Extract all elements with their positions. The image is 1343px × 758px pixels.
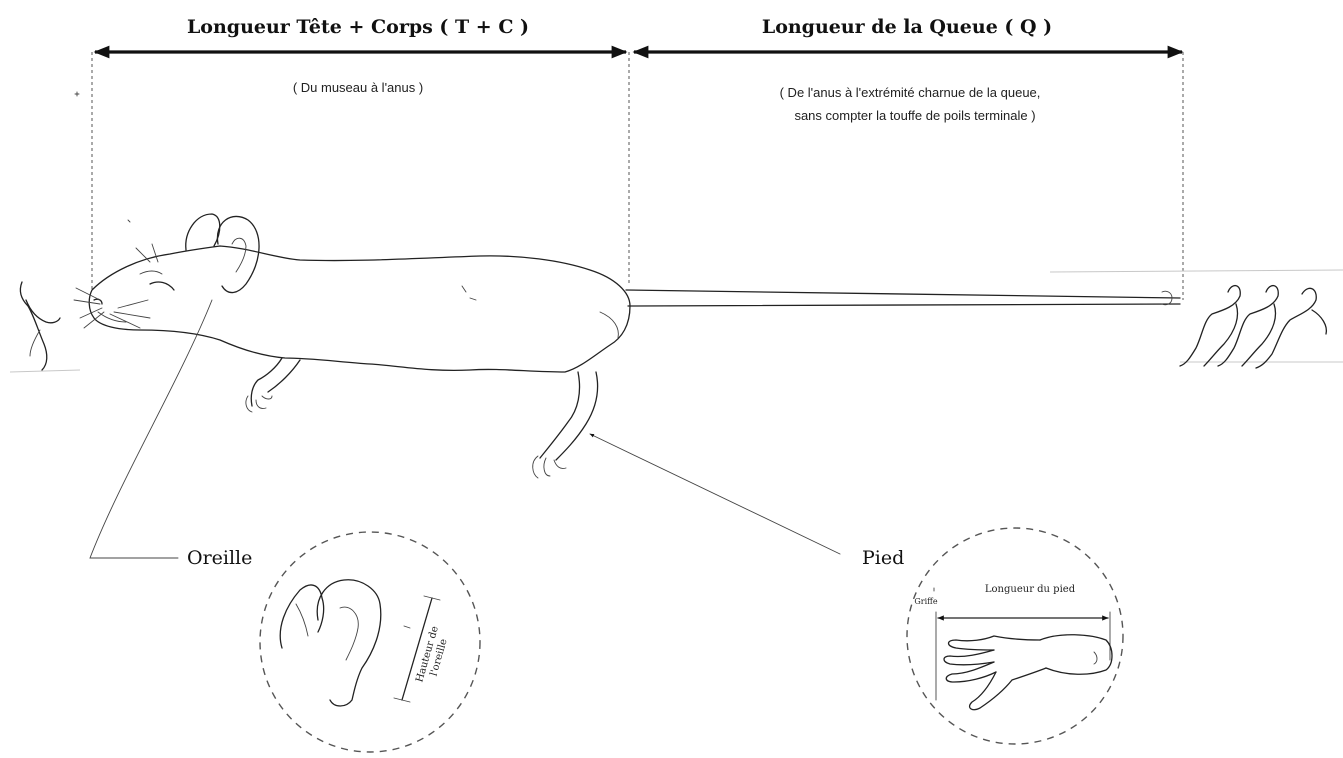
foot-length-label: Longueur du pied	[985, 584, 1076, 595]
tail-length-note-line1: ( De l'anus à l'extrémité charnue de la …	[780, 85, 1041, 100]
tail-length-note-line2: sans compter la touffe de poils terminal…	[794, 108, 1035, 123]
right-clip-figures	[1180, 286, 1326, 368]
ear-label: Oreille	[187, 547, 252, 569]
head-body-length-note: ( Du museau à l'anus )	[293, 80, 423, 95]
claw-label: Griffe	[914, 597, 937, 606]
foot-label: Pied	[862, 547, 904, 569]
ear-callout: Oreille Hauteur de l'oreille	[90, 300, 480, 752]
ground-lines	[10, 270, 1343, 372]
tail-length-title: Longueur de la Queue ( Q )	[762, 16, 1052, 38]
head-body-length-title: Longueur Tête + Corps ( T + C )	[187, 16, 529, 38]
left-clip-figure	[20, 282, 60, 370]
foot-callout: Pied Longueur du pied Griffe	[590, 434, 1123, 744]
mouse-illustration	[74, 214, 1180, 478]
